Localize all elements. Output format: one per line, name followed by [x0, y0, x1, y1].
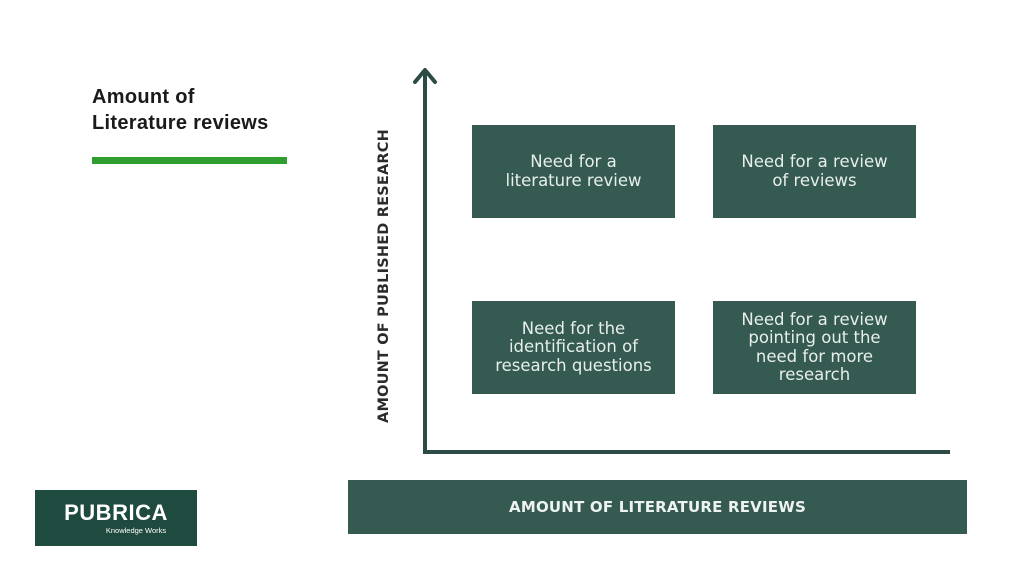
logo-tagline: Knowledge Works — [105, 525, 167, 535]
quadrant-bottom-left: Need for the identification of research … — [472, 301, 675, 394]
quadrant-top-left-text: Need for a literature review — [505, 152, 642, 190]
pubrica-logo: PUBRICA Knowledge Works — [35, 490, 197, 546]
y-axis-arrowhead — [413, 68, 437, 84]
quadrant-top-right-text: Need for a review of reviews — [741, 152, 888, 190]
x-axis-label-band: AMOUNT OF LITERATURE REVIEWS — [348, 480, 967, 534]
slide-title: Amount of Literature reviews — [92, 84, 312, 136]
logo-wordmark: PUBRICA — [64, 499, 168, 525]
quadrant-top-right: Need for a review of reviews — [713, 125, 916, 218]
x-axis-label: AMOUNT OF LITERATURE REVIEWS — [509, 498, 806, 516]
quadrant-bottom-right-text: Need for a review pointing out the need … — [741, 309, 888, 384]
quadrant-bottom-right: Need for a review pointing out the need … — [713, 301, 916, 394]
y-axis-label: AMOUNT OF PUBLISHED RESEARCH — [376, 129, 392, 423]
quadrant-top-left: Need for a literature review — [472, 125, 675, 218]
quadrant-bottom-left-text: Need for the identification of research … — [495, 318, 652, 375]
title-line-1: Amount of — [92, 86, 195, 108]
axes — [413, 68, 950, 454]
title-line-2: Literature reviews — [92, 112, 269, 134]
title-underline — [92, 157, 287, 164]
